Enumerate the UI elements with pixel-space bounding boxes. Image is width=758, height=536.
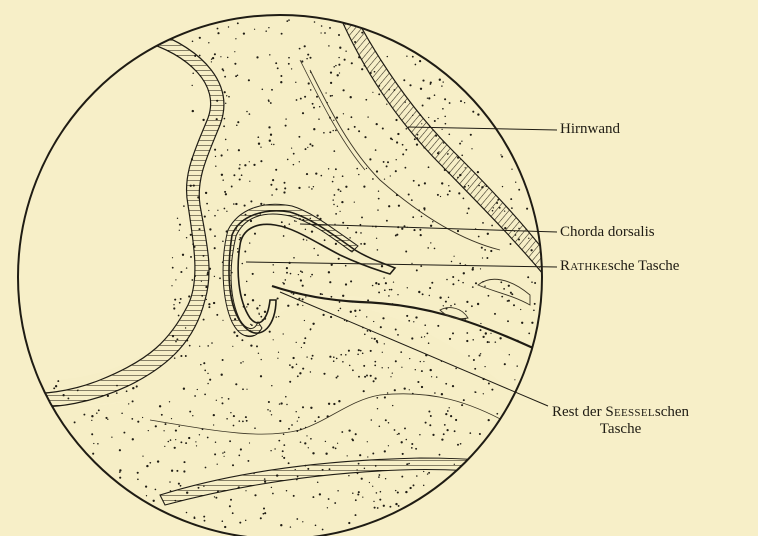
- label-rest-name: Seessel: [605, 404, 655, 420]
- label-rest-prefix: Rest der: [552, 404, 605, 420]
- label-rest-line1: Rest der Seesselschen: [552, 404, 689, 421]
- label-rest-line2: Tasche: [552, 421, 689, 438]
- mesenchyme-lower: [20, 300, 548, 536]
- label-rest-seessel-tasche: Rest der Seesselschen Tasche: [552, 404, 689, 438]
- label-hirnwand: Hirnwand: [560, 121, 620, 138]
- field-of-view-content: [20, 9, 560, 536]
- label-rathke-name: Rathke: [560, 258, 608, 274]
- label-rest-suffix: schen: [655, 404, 689, 420]
- label-chorda-dorsalis: Chorda dorsalis: [560, 224, 655, 241]
- label-rathke-suffix: sche Tasche: [608, 258, 680, 274]
- label-rathke-tasche: Rathkesche Tasche: [560, 258, 679, 275]
